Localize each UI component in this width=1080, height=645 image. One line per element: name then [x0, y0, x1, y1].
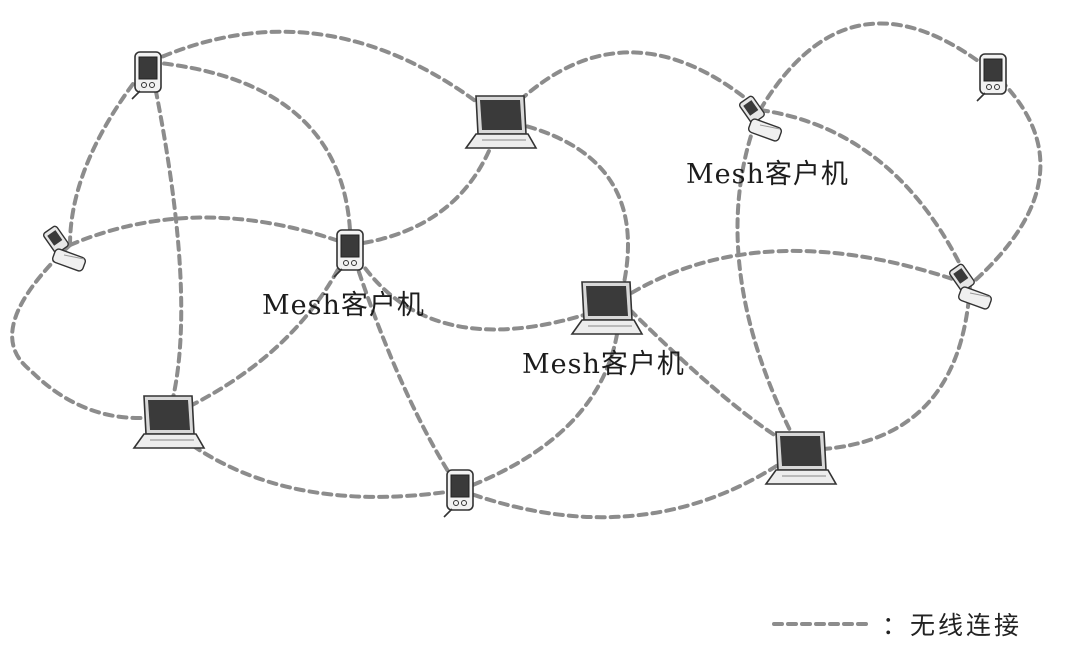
legend-dashed-line-icon	[772, 622, 872, 626]
pda-device-icon	[976, 53, 1007, 102]
legend-label: ：无线连接	[882, 611, 1023, 640]
mesh-client-label: Mesh客户机	[522, 349, 685, 380]
wireless-link	[458, 298, 622, 492]
wireless-link	[758, 21, 992, 112]
wireless-link	[758, 108, 972, 287]
wireless-link	[735, 108, 802, 452]
laptop-icon	[571, 281, 643, 335]
mesh-client-label: Mesh客户机	[686, 159, 849, 190]
wireless-link	[498, 50, 762, 122]
wireless-link	[498, 118, 630, 302]
wireless-link	[148, 29, 502, 122]
wireless-link	[148, 60, 184, 412]
laptop-icon	[465, 95, 537, 149]
wireless-link	[968, 68, 1043, 287]
wireless-link	[348, 243, 462, 492]
flip-phone-icon	[737, 94, 784, 143]
wireless-link	[348, 243, 602, 332]
wireless-link	[10, 243, 172, 420]
wireless-link	[158, 243, 352, 422]
wireless-link	[618, 248, 972, 302]
mesh-client-label: Mesh客户机	[262, 290, 425, 321]
pda-device-icon	[131, 51, 162, 100]
wireless-link	[68, 215, 352, 247]
pda-device-icon	[443, 469, 474, 518]
wireless-link	[148, 60, 352, 232]
wireless-link	[158, 418, 462, 499]
laptop-icon	[765, 431, 837, 485]
wireless-link	[68, 60, 152, 247]
wireless-link	[458, 448, 802, 520]
wireless-link	[798, 283, 972, 452]
legend: ：无线连接	[772, 608, 1022, 640]
